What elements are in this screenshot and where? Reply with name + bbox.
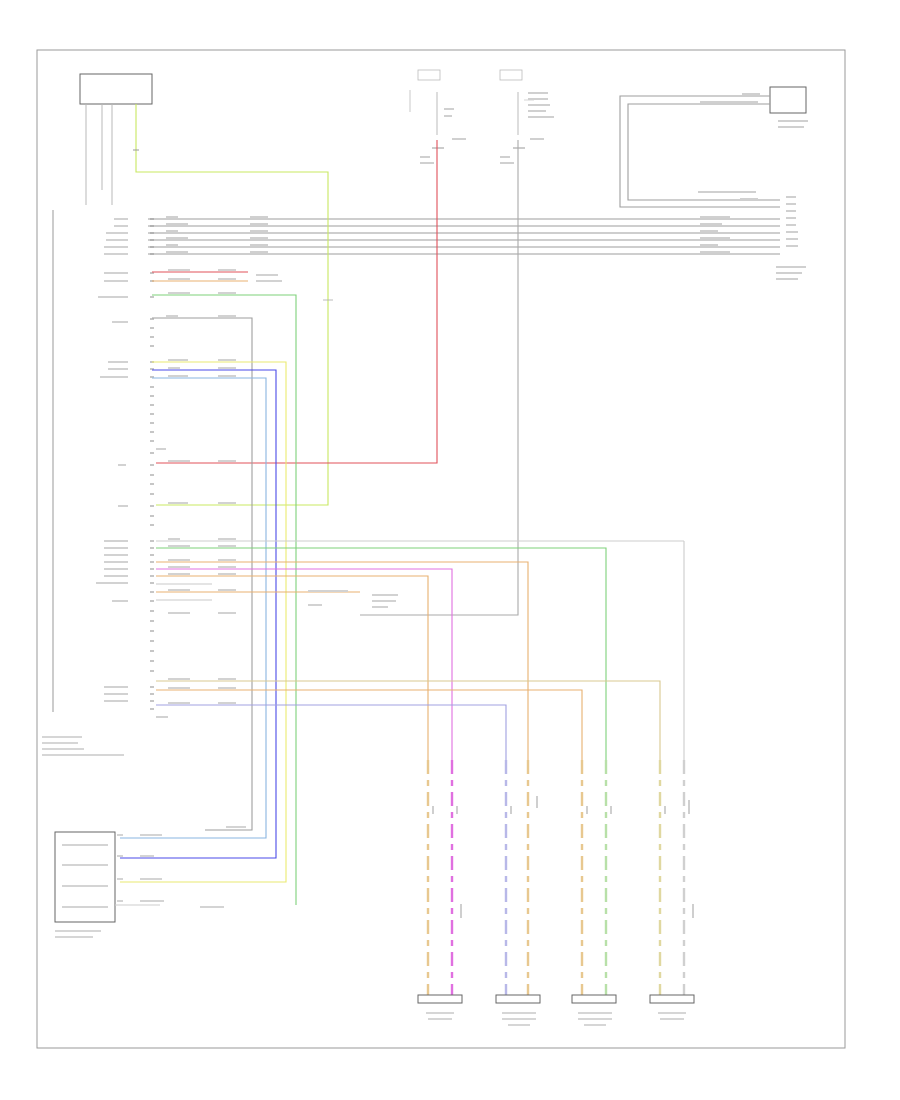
fuse-label-box-1 [417,69,441,81]
signal-yellow-to-amp [120,361,287,883]
diagram-frame [36,49,846,1049]
speaker-2-connector [495,994,541,1004]
signal-magenta-right [156,568,453,760]
antenna-module [79,73,153,205]
switched-feed-wire [360,140,519,616]
speaker-runs [426,760,694,995]
amp-module [54,826,246,938]
signal-purple-bottom [156,704,507,760]
speaker-3 [571,994,617,1026]
speaker-3-connector [571,994,617,1004]
signal-lightblue-to-amp [120,377,267,839]
antenna-module-box [79,73,153,105]
signal-tan-right [156,680,661,760]
module-loop-wire-1 [619,95,780,208]
signal-wires [120,140,685,905]
module-loop-wire-2 [627,103,780,201]
power-feeds [409,69,554,164]
antenna-feed-wire [135,160,329,506]
speaker-2 [495,994,541,1026]
signal-green-long [152,294,297,905]
top-right-module [619,86,808,280]
signal-green-right [156,547,607,760]
data-bus-wires [148,216,780,255]
signal-blue-to-amp [120,369,277,859]
signal-orange-bottom [156,689,583,760]
power-feed-wire [156,140,438,464]
speaker-4-connector [649,994,695,1004]
speaker-1 [417,994,463,1020]
fuse-label-box-2 [499,69,523,81]
signal-orange-right [156,561,529,760]
speaker-4 [649,994,695,1020]
signal-gray-to-amp [152,317,253,831]
audio-unit [42,210,154,756]
speaker-1-connector [417,994,463,1004]
signal-orange-right-2 [156,575,429,760]
speaker-row [417,994,695,1026]
audio-unit-label-lines [42,736,124,756]
top-right-module-box [769,86,807,114]
